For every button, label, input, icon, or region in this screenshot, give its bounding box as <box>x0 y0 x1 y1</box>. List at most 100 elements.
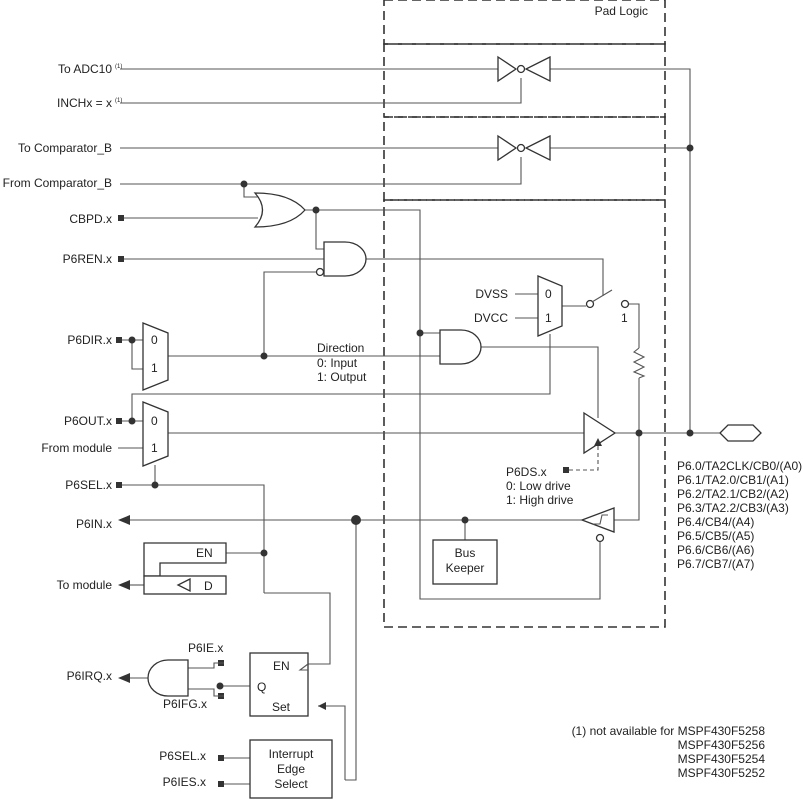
pin-names: P6.0/TA2CLK/CB0/(A0) P6.1/TA2.0/CB1/(A1)… <box>677 459 802 571</box>
wires <box>118 68 720 785</box>
footnote-line: MSPF430F5252 <box>678 766 766 780</box>
out-mux-0: 0 <box>151 414 158 428</box>
inchx-label: INCHx = x <box>57 96 112 110</box>
out-mux-1: 1 <box>151 441 158 455</box>
to-adc10-footnote: (1) <box>115 64 122 70</box>
or-out-junction <box>312 206 320 214</box>
pullup-and-gate <box>323 241 367 277</box>
pull-mux <box>537 275 563 337</box>
p6out-label: P6OUT.x <box>64 414 112 428</box>
pin-name: P6.7/CB7/(A7) <box>677 557 754 571</box>
bus-keeper-junction <box>461 516 469 524</box>
footnote: (1) not available for MSPF430F5258 MSPF4… <box>572 724 766 780</box>
pull-resistor-switch <box>585 289 630 309</box>
to-module-arrow-icon <box>118 580 130 590</box>
output-buffer <box>583 411 617 455</box>
ff-en-label: EN <box>273 659 290 673</box>
p6ds-pin <box>563 467 569 473</box>
p6dir-junction <box>128 336 136 344</box>
analog-switch-comparator <box>497 134 551 162</box>
ies-label-3: Select <box>274 777 308 791</box>
cbpd-or-gate <box>253 192 306 228</box>
pin-name: P6.6/CB6/(A6) <box>677 543 754 557</box>
p6irq-label: P6IRQ.x <box>67 669 112 683</box>
ff-q-label: Q <box>257 680 266 694</box>
pull-resistor <box>632 347 646 379</box>
cbpd-pin <box>118 215 124 221</box>
analog-node-junction <box>686 429 694 437</box>
input-enable-invert <box>595 533 605 543</box>
input-latch <box>143 542 227 595</box>
p6out-pin <box>116 418 122 424</box>
switch-1-label: 1 <box>621 311 628 325</box>
ff-set-label: Set <box>272 700 291 714</box>
comparator-junction <box>686 144 694 152</box>
to-comparator-label: To Comparator_B <box>18 141 112 155</box>
direction-junction <box>260 352 268 360</box>
interrupt-edge-select <box>249 739 333 799</box>
dvcc-label: DVCC <box>474 311 508 325</box>
direction-input-label: 0: Input <box>317 356 358 370</box>
pin-name: P6.5/CB5/(A5) <box>677 529 754 543</box>
dvss-label: DVSS <box>475 287 508 301</box>
direction-output-label: 1: Output <box>317 370 367 384</box>
p6in-label: P6IN.x <box>76 517 112 531</box>
irq-and-gate <box>147 659 189 697</box>
p6ifg-label: P6IFG.x <box>163 697 207 711</box>
latch-en-label: EN <box>196 546 213 560</box>
direction-and-gate <box>439 329 482 365</box>
p6sel2-pin <box>218 755 224 761</box>
p6sel-label: P6SEL.x <box>65 478 112 492</box>
p6ifg-junction <box>216 682 224 690</box>
io-logic-box <box>383 199 666 628</box>
footnote-line: MSPF430F5254 <box>678 752 766 766</box>
dir-mux-1: 1 <box>151 361 158 375</box>
inchx-footnote: (1) <box>115 98 122 104</box>
pad-logic-boxes <box>383 0 666 628</box>
comparator-switch-box <box>383 116 666 201</box>
p6ren-pin <box>118 256 124 262</box>
interrupt-flag-ff <box>249 652 309 717</box>
p6dir-pin <box>116 337 122 343</box>
p6ies-label: P6IES.x <box>163 775 206 789</box>
cbpd-label: CBPD.x <box>69 212 112 226</box>
pin-name: P6.4/CB4/(A4) <box>677 515 754 529</box>
from-comparator-label: From Comparator_B <box>3 176 112 190</box>
direction-label: Direction <box>317 341 364 355</box>
pin-name: P6.1/TA2.0/CB1/(A1) <box>677 473 789 487</box>
p6in-arrow-icon <box>118 515 130 525</box>
p6sel-junction <box>151 481 159 489</box>
bus-keeper-label-2: Keeper <box>446 561 485 575</box>
dir-mux-0: 0 <box>151 333 158 347</box>
pad-node-junction <box>635 429 643 437</box>
pullup-and-invert <box>315 267 325 277</box>
edge-clock-icon <box>298 663 309 671</box>
p6ies-pin <box>218 781 224 787</box>
p6sel2-label: P6SEL.x <box>159 749 206 763</box>
junction <box>416 329 424 337</box>
analog-switch-adc <box>497 55 551 83</box>
latch-d-label: D <box>204 579 213 593</box>
input-schmitt-buffer <box>580 507 615 533</box>
p6irq-arrow-icon <box>118 673 130 683</box>
p6dir-label: P6DIR.x <box>67 333 112 347</box>
footnote-line: (1) not available for MSPF430F5258 <box>572 724 766 738</box>
p6ds-high-label: 1: High drive <box>506 493 574 507</box>
p6ds-label: P6DS.x <box>506 465 547 479</box>
p6sel-pin <box>116 482 122 488</box>
pull-mux-0: 0 <box>545 287 552 301</box>
p6in-junction <box>351 515 361 525</box>
signal-labels: To ADC10 (1) INCHx = x (1) To Comparator… <box>3 62 206 789</box>
p6ds-low-label: 0: Low drive <box>506 479 571 493</box>
to-adc10-label: To ADC10 <box>58 62 112 76</box>
footnote-line: MSPF430F5256 <box>678 738 766 752</box>
from-comparator-junction <box>240 180 248 188</box>
ies-label-2: Edge <box>277 762 305 776</box>
bus-keeper-label-1: Bus <box>455 546 476 560</box>
pin-name: P6.3/TA2.2/CB3/(A3) <box>677 501 789 515</box>
direction-mux <box>142 322 169 391</box>
pad-connector <box>719 424 762 442</box>
p6ren-label: P6REN.x <box>63 252 112 266</box>
bus-keeper <box>432 539 498 585</box>
